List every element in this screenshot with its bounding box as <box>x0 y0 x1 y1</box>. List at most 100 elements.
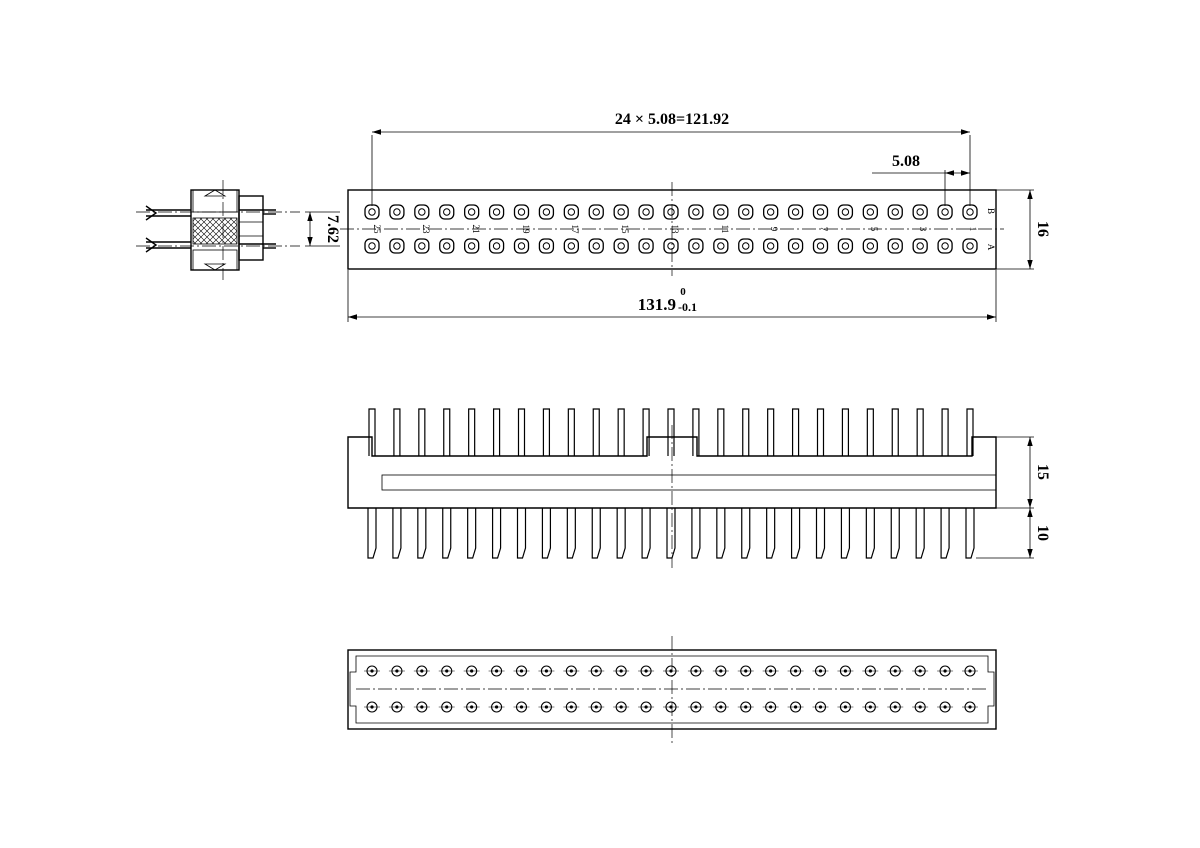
top-pin-hole <box>791 208 800 216</box>
front-pin-lower <box>965 508 975 559</box>
front-pin-upper <box>966 408 974 456</box>
pin-label-11: 11 <box>720 225 730 234</box>
top-pin-hole <box>617 242 625 250</box>
top-pin-pad <box>464 204 480 220</box>
top-pin-pad <box>414 238 430 254</box>
front-pin-upper <box>592 408 600 456</box>
front-pin-upper <box>767 408 775 456</box>
top-pin-pad <box>663 238 679 254</box>
top-pin-pad <box>439 238 455 254</box>
front-pin-upper <box>816 408 825 456</box>
front-pin-upper <box>517 408 526 456</box>
top-pin-hole <box>766 208 775 216</box>
front-pin-lower <box>392 508 402 559</box>
top-pin-hole <box>941 208 949 216</box>
front-pin-upper <box>742 408 750 456</box>
pin-label-21: 21 <box>471 225 481 234</box>
top-pin-hole <box>467 242 476 250</box>
dim-pitch-total: 24 × 5.08=121.92 <box>615 111 729 128</box>
front-pin-lower <box>541 508 552 559</box>
pin-label-9: 9 <box>769 227 779 232</box>
front-view-pins <box>367 408 975 559</box>
front-pin-upper <box>941 408 949 456</box>
front-pin-lower <box>840 508 851 559</box>
top-pin-pad <box>787 204 804 220</box>
row-label-b: B <box>986 208 996 214</box>
front-pin-upper <box>891 408 899 456</box>
top-pin-pad <box>588 204 604 220</box>
dim-height: 16 <box>1034 221 1051 237</box>
pin-label-23: 23 <box>421 225 431 235</box>
top-pin-pad <box>364 238 380 254</box>
top-pin-hole <box>891 242 899 250</box>
top-pin-pad <box>887 204 903 220</box>
top-pin-hole <box>642 208 650 216</box>
top-pin-pad <box>812 238 829 254</box>
top-pin-hole <box>916 208 924 216</box>
top-pin-hole <box>617 208 625 216</box>
front-pin-lower <box>691 508 701 559</box>
top-pin-pad <box>563 238 579 254</box>
top-pin-pad <box>638 204 654 220</box>
front-pin-upper <box>368 408 376 456</box>
top-pin-pad <box>738 204 754 220</box>
top-pin-pad <box>962 204 978 220</box>
top-pin-hole <box>393 242 401 250</box>
top-pin-hole <box>866 242 875 250</box>
row-label-a: A <box>986 244 996 251</box>
bottom-view <box>347 636 997 744</box>
top-pin-hole <box>542 242 551 250</box>
front-pin-lower <box>766 508 776 559</box>
pin-label-17: 17 <box>570 225 580 235</box>
top-pin-pad <box>488 204 505 220</box>
top-pin-hole <box>368 208 376 216</box>
pin-label-15: 15 <box>620 225 630 235</box>
front-pin-lower <box>442 508 452 559</box>
top-pin-pad <box>887 238 903 254</box>
top-pin-hole <box>866 208 875 216</box>
pin-number-labels: 25 23 21 19 17 15 13 11 9 7 5 3 1 B A <box>372 208 996 251</box>
top-pin-pad <box>713 238 729 254</box>
front-pin-upper <box>916 408 924 456</box>
top-pin-hole <box>592 242 600 250</box>
front-pin-lower <box>417 508 427 559</box>
pin-label-7: 7 <box>819 227 829 232</box>
front-pin-upper <box>542 408 551 456</box>
top-pin-hole <box>567 208 576 216</box>
side-section-view <box>136 180 300 280</box>
top-pin-pad <box>439 204 455 220</box>
top-pin-hole <box>517 208 526 216</box>
front-pin-lower <box>491 508 502 559</box>
dim-body-height: 15 <box>1034 464 1051 480</box>
top-pin-pad <box>763 238 779 254</box>
front-view: 15 10 <box>347 408 1051 568</box>
top-pin-pad <box>613 204 629 220</box>
dim-pitch: 5.08 <box>892 153 920 170</box>
top-pin-pad <box>862 204 878 220</box>
top-pin-hole <box>717 208 725 216</box>
top-pin-pad <box>962 238 978 254</box>
top-pin-pad <box>937 238 953 254</box>
front-pin-upper <box>841 408 850 456</box>
top-pin-hole <box>467 208 476 216</box>
top-pin-pad <box>688 204 704 220</box>
top-view: 24 × 5.08=121.92 5.08 25 23 21 19 17 15 … <box>305 111 1051 322</box>
top-pin-hole <box>717 242 725 250</box>
dim-length: 131.9 <box>638 295 676 314</box>
top-pin-hole <box>368 242 376 250</box>
top-pin-pad <box>763 204 779 220</box>
top-pin-pad <box>513 238 530 254</box>
front-pin-lower <box>367 508 377 559</box>
front-pin-upper <box>567 408 575 456</box>
dim-tol-upper: 0 <box>680 286 686 298</box>
top-pin-hole <box>418 208 426 216</box>
top-pin-hole <box>966 242 974 250</box>
front-pin-lower <box>641 508 651 559</box>
top-pin-hole <box>692 208 700 216</box>
top-pin-hole <box>542 208 551 216</box>
top-pin-pad <box>364 204 380 220</box>
top-pin-pad <box>663 204 679 220</box>
pin-label-3: 3 <box>918 227 928 232</box>
front-pin-lower <box>591 508 601 559</box>
